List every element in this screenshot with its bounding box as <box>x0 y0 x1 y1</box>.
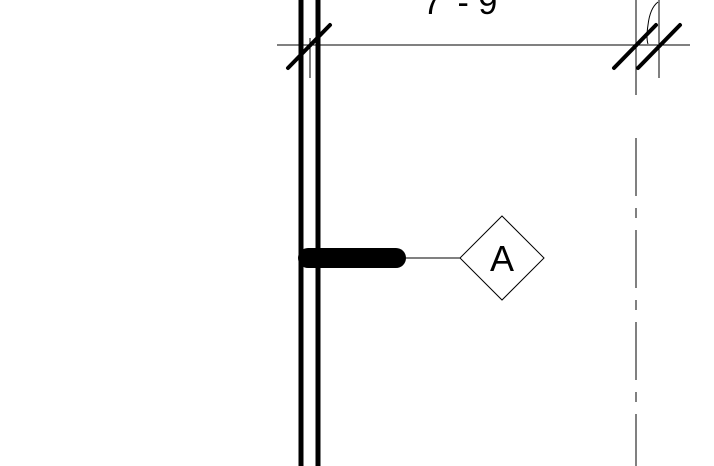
tag-label: A <box>490 238 514 279</box>
dimension-text: 7' - 9" <box>423 0 510 22</box>
wall <box>298 0 321 466</box>
tick-mark-right-1 <box>612 23 658 70</box>
tick-mark-left <box>286 23 332 70</box>
dimension: 7' - 9" <box>277 0 690 78</box>
grid-tag[interactable]: A <box>298 215 545 301</box>
arc-mark <box>646 1 659 45</box>
tag-diamond <box>459 215 545 301</box>
tick-mark-right-2 <box>636 23 682 70</box>
